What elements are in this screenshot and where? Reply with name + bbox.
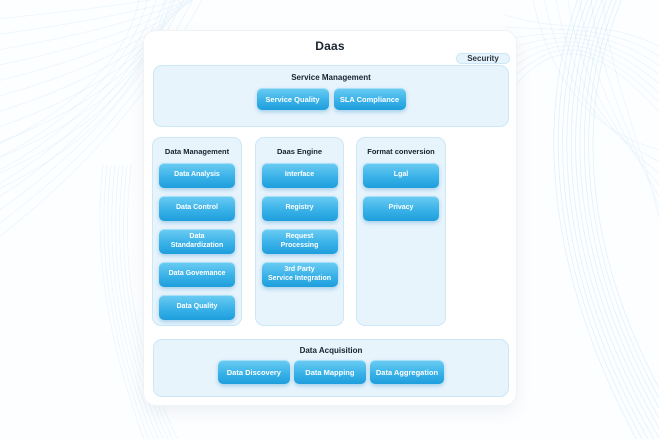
node-data-discovery[interactable]: Data Discovery	[217, 360, 290, 384]
node-registry[interactable]: Registry	[261, 196, 338, 221]
data-management-title: Data Management	[164, 147, 230, 156]
data-acquisition-title: Data Acquisition	[299, 346, 363, 355]
data-acquisition-buttons: Data Discovery Data Mapping Data Aggrega…	[217, 360, 445, 384]
node-3rd-party-service-integration[interactable]: 3rd Party Service Integration	[261, 262, 338, 287]
data-management-panel: Data Management Data Analysis Data Contr…	[152, 137, 242, 326]
daas-engine-panel: Daas Engine Interface Registry Request P…	[255, 137, 344, 326]
node-data-aggregation[interactable]: Data Aggregation	[369, 360, 445, 384]
service-management-title: Service Management	[291, 73, 371, 82]
wave-mesh-top-right-horizontal	[504, 14, 659, 112]
security-panel: Security	[456, 53, 510, 64]
node-legal[interactable]: Lgal	[363, 163, 439, 188]
security-label: Security	[467, 54, 499, 63]
node-data-governance[interactable]: Data Govemance	[159, 262, 235, 287]
wave-mesh-top-right-diagonal	[532, 0, 659, 220]
wave-right-sweep	[553, 0, 659, 439]
node-data-mapping[interactable]: Data Mapping	[293, 360, 366, 384]
format-conversion-title: Format conversion	[367, 147, 435, 156]
diagram-title: Daas	[315, 39, 345, 53]
node-data-standardization[interactable]: Data Standardization	[159, 229, 235, 254]
format-conversion-panel: Format conversion Lgal Privacy	[356, 137, 446, 326]
node-data-control[interactable]: Data Control	[159, 196, 235, 221]
node-data-analysis[interactable]: Data Analysis	[159, 163, 235, 188]
node-interface[interactable]: Interface	[261, 163, 338, 188]
service-management-panel: Service Management Service Quality SLA C…	[153, 65, 509, 127]
wave-left-vertical	[99, 164, 179, 439]
wave-fan-top-left	[0, 0, 193, 190]
node-request-processing[interactable]: Request Processing	[261, 229, 338, 254]
node-privacy[interactable]: Privacy	[363, 196, 439, 221]
data-acquisition-panel: Data Acquisition Data Discovery Data Map…	[153, 339, 509, 397]
node-service-quality[interactable]: Service Quality	[256, 88, 329, 110]
node-data-quality[interactable]: Data Quality	[159, 295, 235, 320]
daas-card: Daas Service Management Service Quality …	[143, 30, 517, 406]
wave-cross-top-left	[0, 0, 203, 237]
daas-engine-title: Daas Engine	[276, 147, 322, 156]
service-management-buttons: Service Quality SLA Compliance	[256, 88, 406, 110]
node-sla-compliance[interactable]: SLA Compliance	[333, 88, 406, 110]
